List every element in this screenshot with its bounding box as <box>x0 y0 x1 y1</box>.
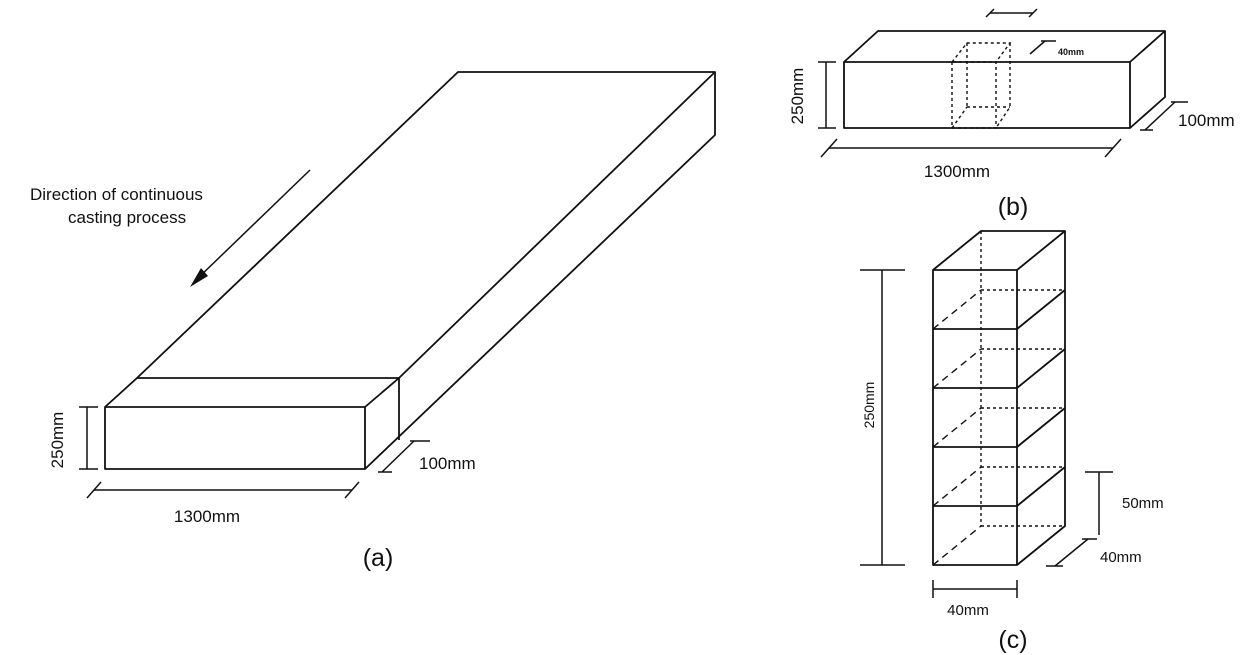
width-dimension-a <box>86 481 360 499</box>
width-label-b: 1300mm <box>924 162 990 181</box>
depth-label-b: 100mm <box>1178 111 1235 130</box>
depth-dimension-b <box>1140 101 1188 131</box>
slab-outline <box>104 71 716 470</box>
sample-size-dimension-b <box>1029 40 1056 55</box>
casting-direction-arrow <box>190 169 311 287</box>
depth-dimension-c <box>1046 538 1097 567</box>
sample-size-label-b: 40mm <box>1058 47 1084 57</box>
depth-label-a: 100mm <box>419 454 476 473</box>
sample-location-box <box>951 42 1012 129</box>
panel-a: Direction of continuous casting process … <box>30 71 716 572</box>
height-label-b: 250mm <box>788 68 807 125</box>
hidden-diagonals <box>932 289 982 566</box>
width-label-c: 40mm <box>947 602 989 619</box>
height-dimension-c <box>860 269 905 566</box>
specimen-outline <box>932 230 1066 566</box>
casting-direction-label-line1: Direction of continuous <box>30 185 203 204</box>
depth-label-c: 40mm <box>1100 549 1142 566</box>
height-label-c: 250mm <box>861 382 877 429</box>
width-dimension-c <box>932 580 1018 598</box>
height-dimension-a <box>79 406 98 470</box>
hidden-back-edges <box>980 231 1065 527</box>
panel-c: 250mm 50mm 40mm 40mm (c) <box>860 230 1164 654</box>
panel-b: 40mm 250mm 1300mm 100mm (b) <box>788 8 1235 221</box>
caption-a: (a) <box>363 544 394 572</box>
section-lines <box>933 289 1066 507</box>
depth-dimension-a <box>378 440 430 473</box>
caption-b: (b) <box>998 193 1029 221</box>
caption-c: (c) <box>998 626 1027 654</box>
slab-outline-b <box>843 30 1166 129</box>
sample-width-dimension-b <box>985 8 1038 18</box>
height-dimension-b <box>818 61 836 129</box>
casting-direction-label-line2: casting process <box>68 208 186 227</box>
height-label-a: 250mm <box>48 412 67 469</box>
segment-dimension-c <box>1085 471 1113 535</box>
width-label-a: 1300mm <box>174 507 240 526</box>
segment-label-c: 50mm <box>1122 495 1164 512</box>
width-dimension-b <box>820 138 1122 158</box>
